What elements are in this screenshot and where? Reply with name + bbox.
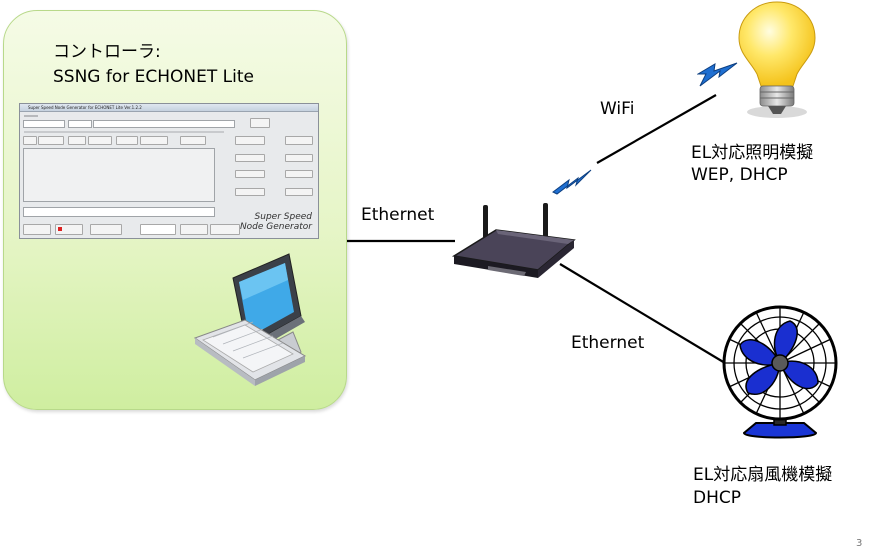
- mini-field: [235, 170, 265, 178]
- router-icon: [451, 203, 576, 278]
- mini-field: [235, 188, 265, 196]
- mini-stop-icon: [58, 227, 62, 231]
- light-device-desc: WEP, DHCP: [691, 165, 788, 185]
- controller-title-line2: SSNG for ECHONET Lite: [53, 67, 254, 87]
- mini-ip-field: [140, 224, 176, 235]
- ethernet-label-right: Ethernet: [571, 333, 645, 353]
- mini-input: [68, 120, 92, 128]
- ssng-brand-line2: Node Generator: [239, 222, 312, 232]
- page-number: 3: [856, 538, 863, 549]
- wifi-label: WiFi: [600, 99, 635, 119]
- mini-input: [23, 120, 65, 128]
- mini-field: [116, 136, 138, 145]
- lightning-icon: [697, 62, 738, 87]
- light-bulb-icon: [738, 1, 816, 118]
- ssng-app-screenshot: Super Speed Node Generator for ECHONET L…: [19, 103, 319, 239]
- mini-field: [285, 136, 313, 145]
- mini-label: [24, 115, 38, 117]
- fan-icon: [722, 305, 838, 439]
- mini-field: [285, 170, 313, 178]
- mini-field: [285, 154, 313, 162]
- fan-device-name: EL対応扇風機模擬: [693, 465, 833, 485]
- app-titlebar: Super Speed Node Generator for ECHONET L…: [20, 104, 318, 112]
- mini-log-area: [23, 148, 215, 202]
- mini-send-button: [180, 224, 208, 235]
- controller-title: コントローラ: SSNG for ECHONET Lite: [53, 40, 254, 90]
- controller-title-line1: コントローラ:: [53, 42, 161, 62]
- mini-export-button: [210, 224, 240, 235]
- ssng-brand: Super Speed Node Generator: [240, 212, 312, 232]
- light-device-name: EL対応照明模擬: [691, 143, 814, 163]
- mini-field: [140, 136, 168, 145]
- mini-field: [68, 136, 86, 145]
- ethernet-line-right: [559, 263, 736, 370]
- mini-field: [235, 154, 265, 162]
- mini-field: [23, 136, 37, 145]
- fan-device-desc: DHCP: [693, 488, 741, 508]
- mini-field: [38, 136, 64, 145]
- mini-status-area: [23, 207, 215, 217]
- wifi-line: [596, 94, 717, 164]
- ethernet-label-left: Ethernet: [361, 205, 435, 225]
- mini-button: [250, 118, 270, 128]
- mini-field: [88, 136, 112, 145]
- computer-icon: [193, 253, 307, 386]
- lightning-icon: [552, 169, 592, 195]
- mini-stop-button: [55, 224, 83, 235]
- mini-label: [24, 131, 224, 133]
- ssng-brand-line1: Super Speed: [254, 212, 312, 222]
- mini-start-button: [23, 224, 51, 235]
- app-window-title: Super Speed Node Generator for ECHONET L…: [28, 105, 142, 110]
- mini-input: [93, 120, 235, 128]
- mini-field: [285, 188, 313, 196]
- mini-field: [180, 136, 206, 145]
- mini-field: [235, 136, 265, 145]
- mini-search-button: [90, 224, 122, 235]
